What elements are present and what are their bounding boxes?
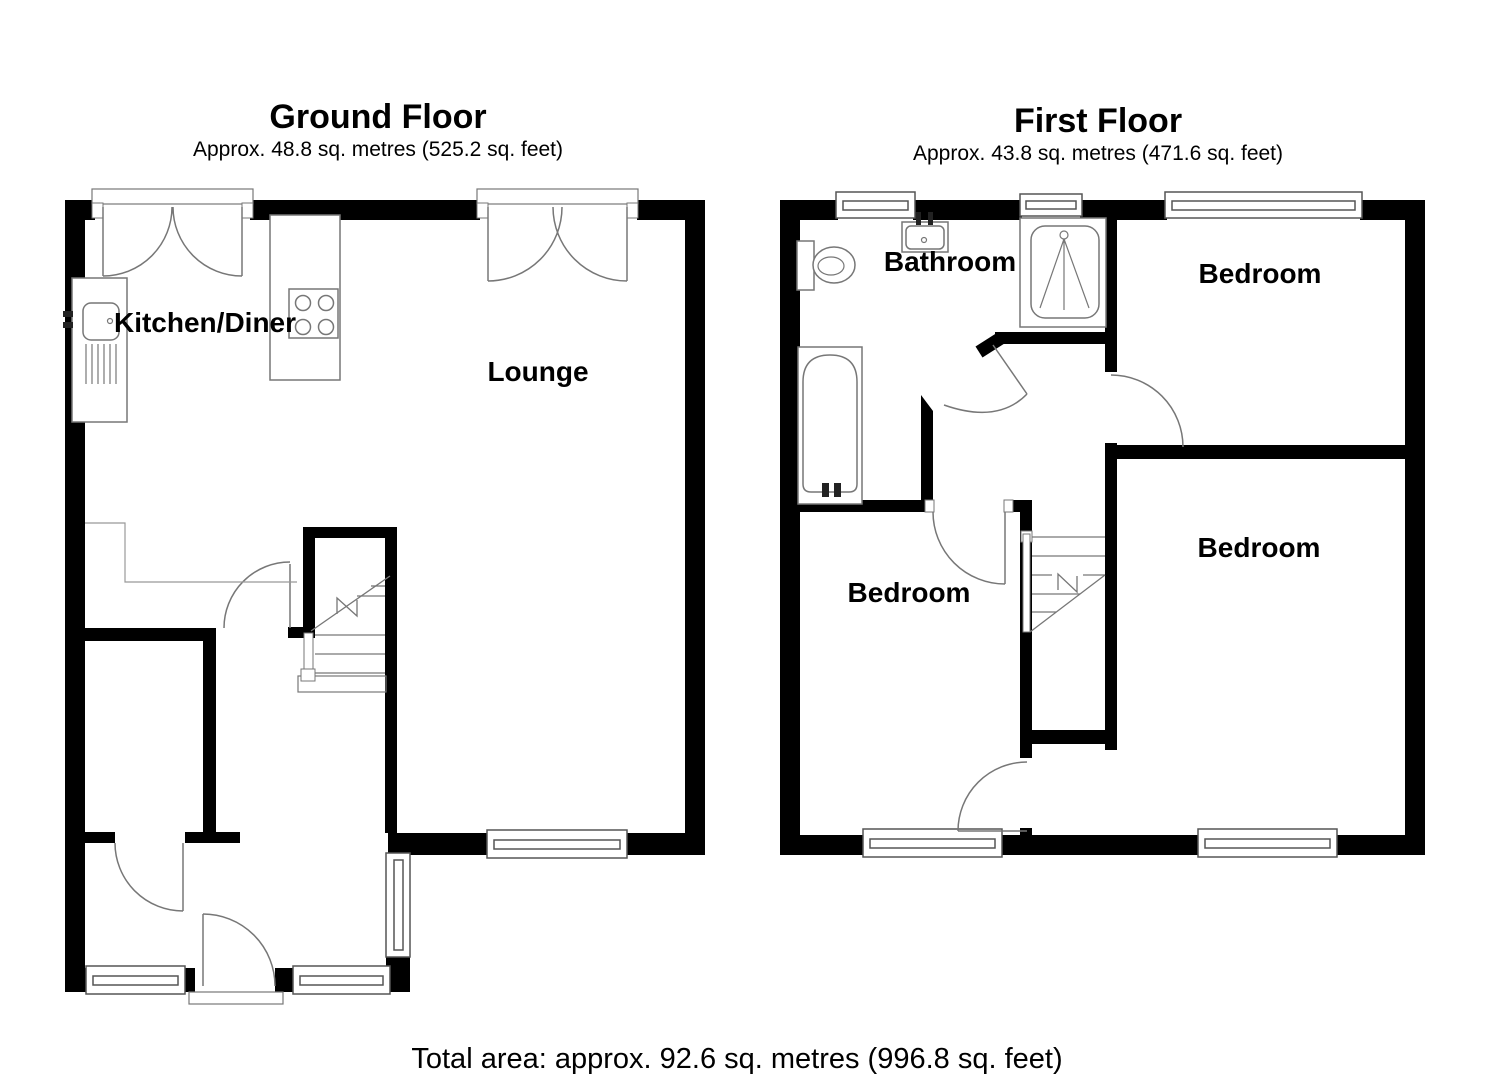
store-room-door — [114, 842, 184, 912]
first-floor-plan: Bathroom Bedroom Bedroom Bedroom — [780, 191, 1425, 858]
total-area-label: Total area: approx. 92.6 sq. metres (996… — [411, 1043, 1062, 1075]
room-label-bedroom-bottom-left: Bedroom — [848, 577, 971, 608]
bath-tap — [822, 483, 829, 497]
ground-floor-subtitle: Approx. 48.8 sq. metres (525.2 sq. feet) — [193, 138, 563, 161]
room-label-lounge: Lounge — [487, 356, 588, 387]
bathroom-door — [943, 344, 1028, 414]
ground-floor-doors — [114, 561, 291, 1005]
hob-burner — [317, 318, 335, 336]
stair-newel — [300, 668, 316, 682]
cupboard-door — [957, 761, 1028, 832]
ground-floor-stairs — [297, 575, 391, 693]
first-floor-windows — [835, 191, 1363, 858]
basin-tap — [916, 212, 921, 225]
lounge-french-doors — [476, 188, 639, 282]
ground-floor-title: Ground Floor — [269, 98, 486, 136]
room-label-bedroom-top-right: Bedroom — [1199, 258, 1322, 289]
first-floor-title: First Floor — [1014, 102, 1182, 140]
stair-banister — [1022, 533, 1031, 633]
room-label-bathroom: Bathroom — [884, 246, 1016, 277]
ground-floor-plan: Kitchen/Diner Lounge — [63, 188, 705, 1005]
hob-burner — [294, 294, 312, 312]
hall-window-right — [292, 965, 391, 995]
basin — [901, 212, 949, 253]
first-floor-stairs — [1020, 530, 1106, 633]
kitchen-divider-line — [85, 522, 297, 583]
bedroom3-door — [924, 499, 1014, 585]
bath — [797, 346, 863, 505]
hob-burner — [317, 294, 335, 312]
first-floor-doors — [924, 344, 1184, 832]
ground-floor-windows — [85, 829, 628, 995]
side-window — [385, 852, 411, 958]
first-floor-walls — [780, 200, 1425, 855]
kitchen-french-doors — [91, 188, 254, 277]
room-label-kitchen-diner: Kitchen/Diner — [114, 307, 296, 338]
toilet — [796, 240, 856, 291]
lounge-window — [486, 829, 628, 859]
hob-burner — [294, 318, 312, 336]
kitchen-sink-unit — [63, 277, 128, 423]
bath-tap — [834, 483, 841, 497]
room-label-bedroom-bottom-right: Bedroom — [1198, 532, 1321, 563]
hall-stairs-door — [223, 561, 291, 629]
bedroom1-door — [1110, 374, 1184, 448]
stair-banister — [303, 632, 314, 673]
bedroom1-window — [1164, 191, 1363, 219]
bedroom2-window — [1197, 828, 1338, 858]
first-floor-subtitle: Approx. 43.8 sq. metres (471.6 sq. feet) — [913, 142, 1283, 165]
kitchen-hob-unit — [269, 214, 341, 381]
bathroom-window — [835, 191, 916, 219]
basin-tap — [928, 212, 933, 225]
porch-step — [188, 991, 284, 1005]
sink-tap — [63, 311, 73, 317]
hall-window-left — [85, 965, 186, 995]
shower-window — [1019, 193, 1083, 217]
ground-floor-walls — [65, 200, 705, 992]
sink-tap — [63, 322, 73, 328]
sink-drainer — [85, 344, 117, 384]
bedroom3-window — [862, 828, 1003, 858]
shower — [1019, 217, 1107, 328]
front-door — [188, 913, 284, 1005]
